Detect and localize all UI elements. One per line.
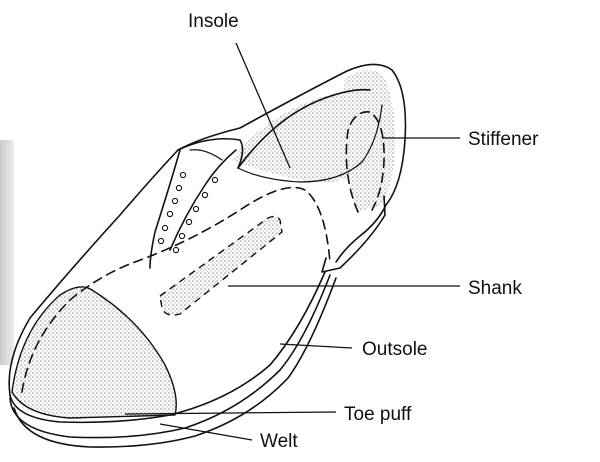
label-toe-puff: Toe puff — [344, 404, 412, 425]
lasting-margin-dashed — [21, 186, 331, 393]
eyestay-left — [149, 149, 181, 269]
label-outsole: Outsole — [362, 339, 427, 360]
toe-puff-leader — [124, 411, 337, 415]
heel-outline — [335, 204, 387, 263]
outsole-bottom-edge — [13, 277, 337, 448]
label-stiffener: Stiffener — [468, 129, 539, 150]
eyelets — [157, 171, 219, 254]
insole-leader — [235, 42, 291, 169]
toe-cap-region — [11, 286, 177, 419]
insole-region — [232, 92, 372, 183]
welt-edge — [9, 271, 326, 424]
opening-inner-line — [237, 104, 383, 183]
page-edge-shadow — [0, 140, 14, 365]
label-insole: Insole — [188, 11, 239, 32]
stiffener-dashed-outline — [345, 111, 385, 213]
shank-region — [159, 215, 283, 316]
welt-leader — [159, 423, 253, 441]
shoe-upper-outline — [8, 63, 407, 396]
outsole-leader — [279, 343, 353, 349]
label-shank: Shank — [468, 278, 522, 299]
label-welt: Welt — [260, 431, 298, 452]
eyestay-right — [169, 149, 237, 251]
heel-block — [321, 195, 386, 273]
tongue-line — [189, 149, 223, 161]
